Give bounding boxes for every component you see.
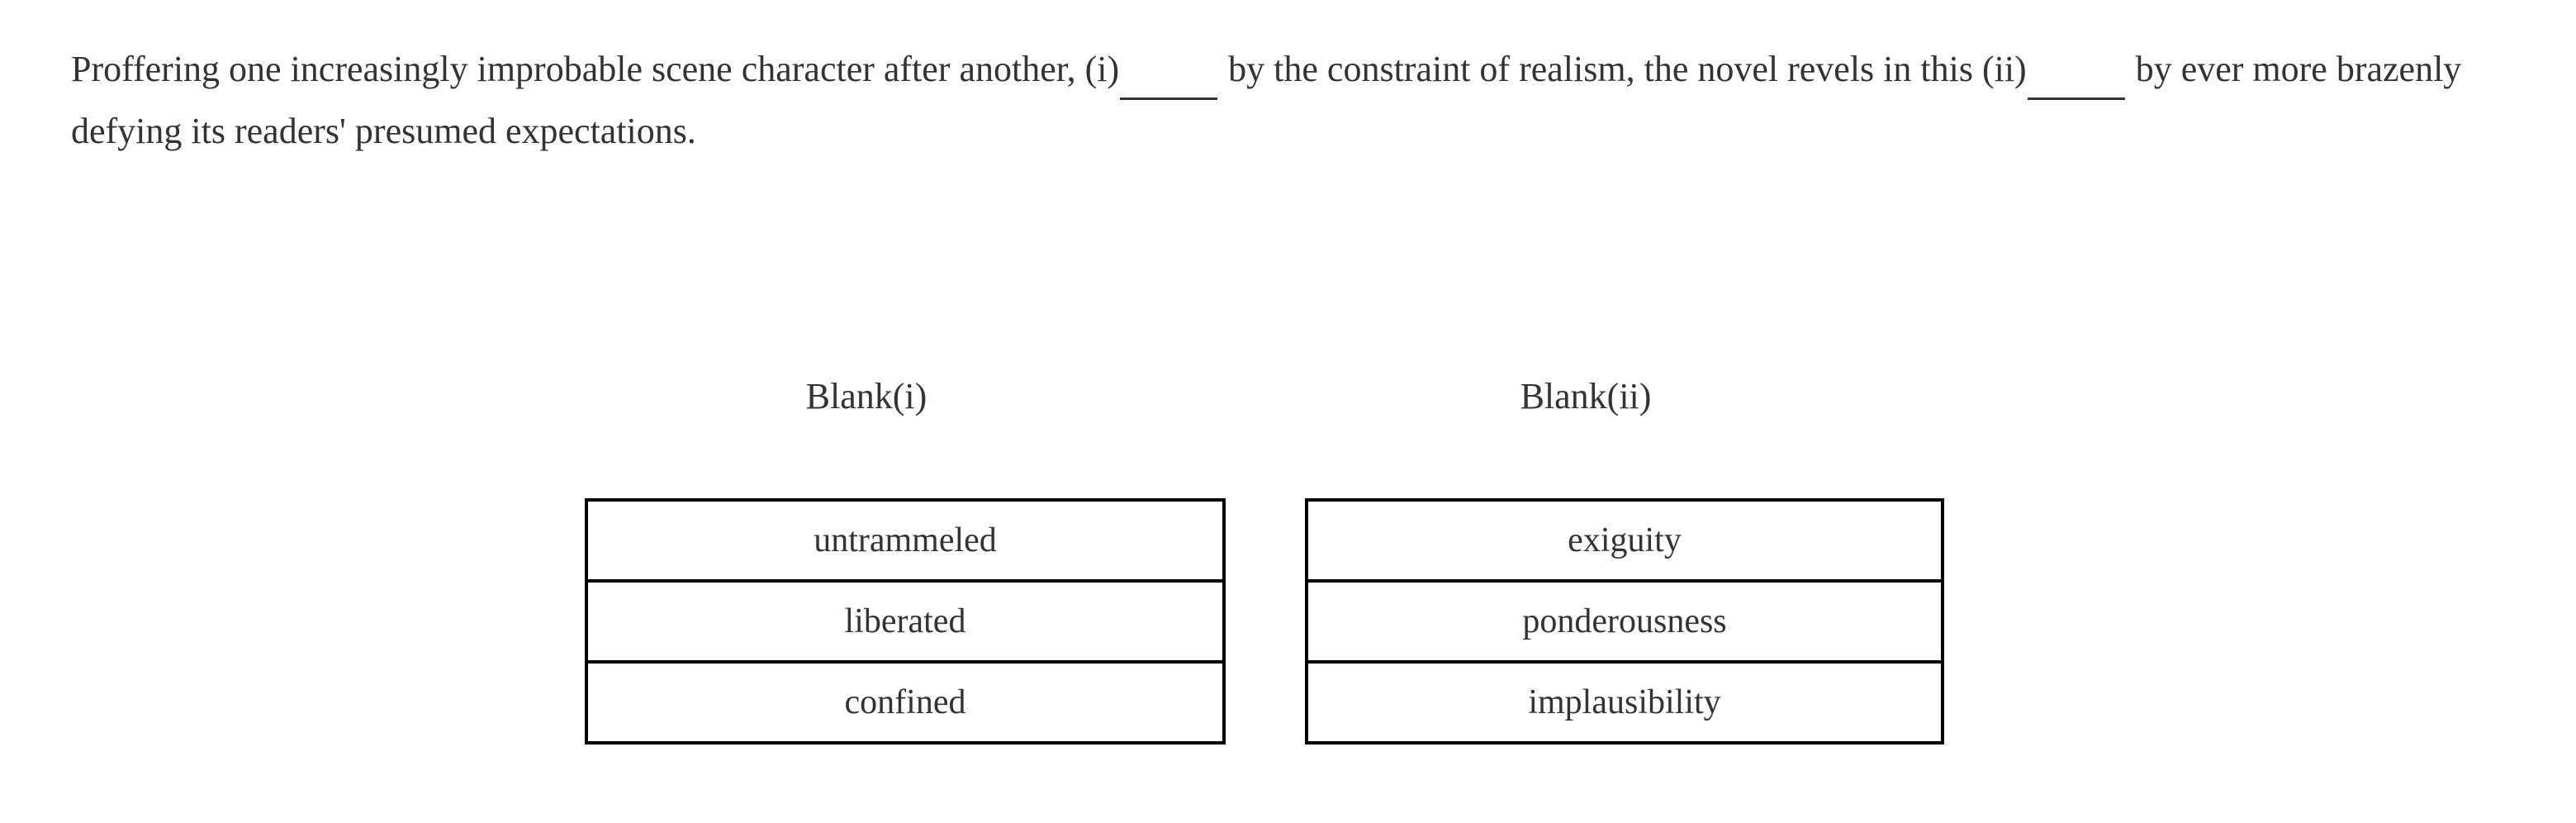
table-row[interactable]: confined: [585, 660, 1226, 745]
question-prompt: Proffering one increasingly improbable s…: [71, 38, 2466, 162]
blank-ii-header: Blank(ii): [1520, 376, 1652, 416]
table-row[interactable]: implausibility: [1305, 660, 1944, 745]
option-cell-i-2[interactable]: liberated: [585, 579, 1226, 664]
option-cell-i-3[interactable]: confined: [585, 660, 1226, 745]
blank-i-options-table: untrammeled liberated confined: [585, 498, 1226, 745]
table-row[interactable]: ponderousness: [1305, 579, 1944, 664]
blank-ii-placeholder: [2027, 66, 2125, 100]
blank-ii-options-table: exiguity ponderousness implausibility: [1305, 498, 1944, 745]
blank-i-header: Blank(i): [805, 376, 927, 416]
option-cell-i-1[interactable]: untrammeled: [585, 498, 1226, 583]
question-text-part-3: by ever more brazenly defying its reader…: [71, 49, 2462, 151]
option-cell-ii-2[interactable]: ponderousness: [1305, 579, 1944, 664]
table-row[interactable]: exiguity: [1305, 498, 1944, 583]
option-cell-ii-3[interactable]: implausibility: [1305, 660, 1944, 745]
table-row[interactable]: liberated: [585, 579, 1226, 664]
blank-i-placeholder: [1120, 66, 1218, 100]
question-text-part-1: Proffering one increasingly improbable s…: [71, 49, 1120, 89]
table-row[interactable]: untrammeled: [585, 498, 1226, 583]
option-cell-ii-1[interactable]: exiguity: [1305, 498, 1944, 583]
question-text-part-2: by the constraint of realism, the novel …: [1219, 49, 2027, 89]
